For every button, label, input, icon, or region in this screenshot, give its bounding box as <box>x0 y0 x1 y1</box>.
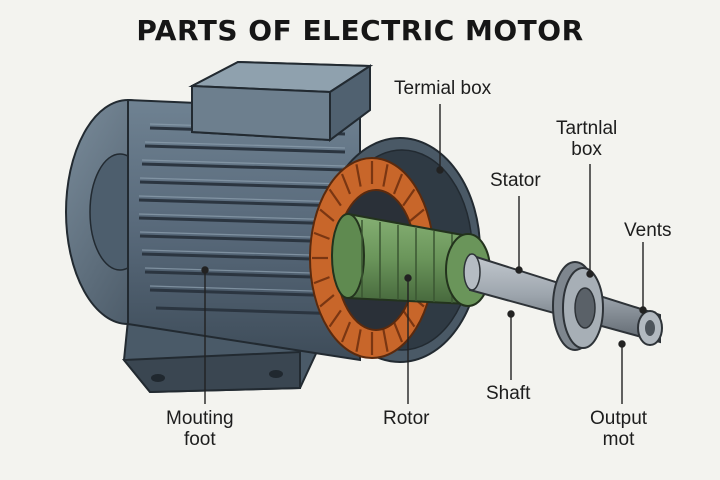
coil-slot <box>382 164 389 187</box>
label-mounting-foot-line2: foot <box>183 429 216 450</box>
coil-slot <box>313 276 330 285</box>
label-tartnlal-box-line2: box <box>571 139 602 160</box>
label-output-line2: mot <box>602 429 635 450</box>
label-rotor: Rotor <box>383 408 430 429</box>
motor-housing <box>127 98 361 362</box>
label-tartnlal-box-line1: Tartnlal <box>556 118 618 139</box>
coil-slot <box>328 309 342 328</box>
coil-slot <box>340 321 352 343</box>
label-tartnlal-box: Tartnlal box <box>556 118 617 160</box>
coil-slot <box>392 321 404 343</box>
coil-slot <box>340 173 352 195</box>
coil-slot <box>313 231 330 240</box>
shaft-end <box>637 310 663 346</box>
coil-slot <box>382 329 389 352</box>
coil-slot <box>402 188 416 207</box>
coil-slot <box>319 208 335 222</box>
label-mounting-foot: Mouting foot <box>166 408 234 450</box>
coil-slot <box>319 294 335 308</box>
label-stator: Stator <box>490 170 541 191</box>
label-shaft: Shaft <box>486 383 531 404</box>
label-output: Output mot <box>590 408 647 450</box>
coil-slot <box>328 188 342 207</box>
terminal-box <box>188 60 374 142</box>
coil-slot <box>392 173 404 195</box>
coil-slot <box>409 208 425 222</box>
coil-slot <box>355 329 362 352</box>
coil-slot <box>402 309 416 328</box>
diagram-title: PARTS OF ELECTRIC MOTOR <box>136 14 584 47</box>
label-vents: Vents <box>624 220 672 241</box>
bearing <box>552 261 604 351</box>
label-output-line1: Output <box>590 408 648 429</box>
coil-slot <box>355 164 362 187</box>
leader-lines <box>201 104 647 404</box>
label-mounting-foot-line1: Mouting <box>166 408 234 429</box>
label-terminal-box: Termial box <box>394 78 492 99</box>
